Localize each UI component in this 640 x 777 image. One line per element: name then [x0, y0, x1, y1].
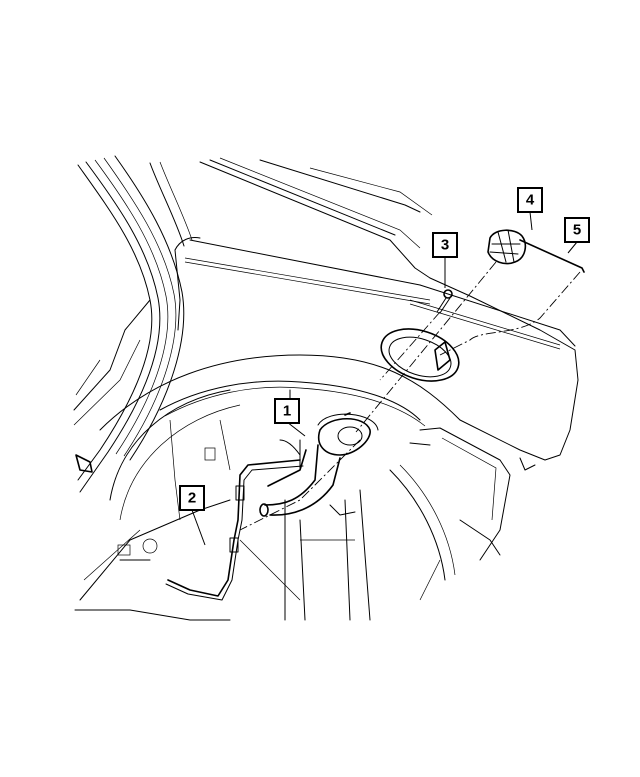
- fuel-cap: [487, 229, 527, 265]
- leader-lines: [191, 211, 578, 546]
- callout-2-label: 2: [188, 490, 196, 507]
- callout-5-label: 5: [573, 222, 581, 239]
- callout-5: 5: [564, 217, 590, 243]
- fuel-cap-tether: [519, 239, 585, 273]
- c-pillar-lines: [73, 155, 193, 493]
- rear-window-lines: [174, 157, 433, 305]
- fuel-filler-neck: [259, 412, 431, 517]
- callout-2: 2: [179, 485, 205, 511]
- underbody-structure: [284, 464, 501, 621]
- screw: [436, 289, 453, 314]
- callout-4: 4: [517, 187, 543, 213]
- callout-1-label: 1: [283, 403, 291, 420]
- vent-tube: [165, 459, 304, 601]
- quarter-panel: [99, 249, 579, 561]
- wheel-well-interior: [74, 389, 301, 621]
- callout-4-label: 4: [526, 192, 535, 209]
- assembly-lines: [239, 261, 581, 531]
- callout-3-label: 3: [441, 237, 449, 254]
- callout-3: 3: [432, 232, 458, 258]
- fuel-door-opening: [380, 328, 460, 382]
- callout-1: 1: [274, 398, 300, 424]
